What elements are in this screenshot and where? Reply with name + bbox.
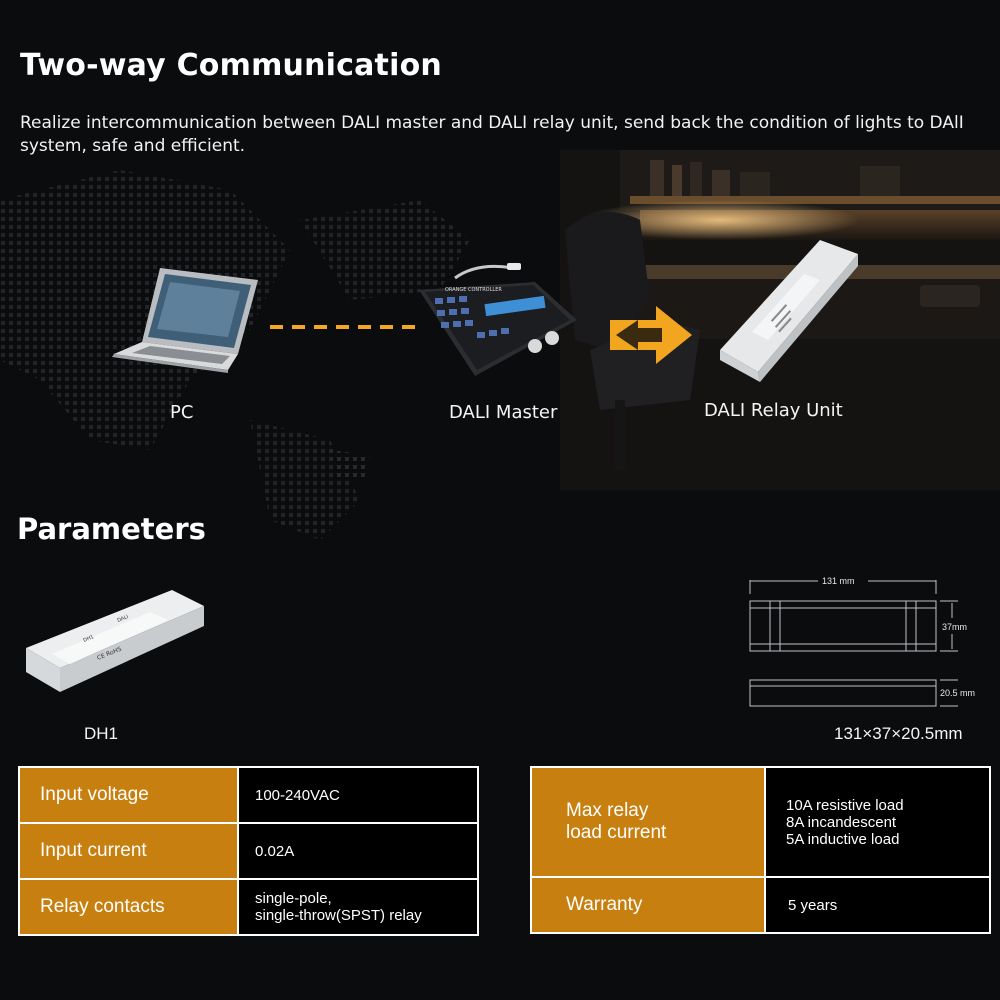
dali-master-console-icon: ORANGE CONTROLLER xyxy=(419,263,577,376)
dimension-width: 37mm xyxy=(942,622,967,632)
param-label-line: load current xyxy=(566,822,667,843)
param-value-line: single-throw(SPST) relay xyxy=(255,907,422,924)
product-image: DH1 DALI CE RoHS xyxy=(26,590,204,692)
dimension-length: 131 mm xyxy=(822,576,855,586)
dali-relay-unit-label: DALI Relay Unit xyxy=(704,400,843,421)
param-label: Relay contacts xyxy=(18,878,239,936)
param-label: Input voltage xyxy=(18,766,239,824)
table-row: Input current 0.02A xyxy=(18,822,479,880)
section-title-communication: Two-way Communication xyxy=(20,48,442,83)
table-row: Warranty 5 years xyxy=(530,876,991,934)
param-value: 5 years xyxy=(764,876,991,934)
param-value-line: 10A resistive load xyxy=(786,796,904,814)
param-value-line: single-pole, xyxy=(255,890,332,907)
param-value: 0.02A xyxy=(237,822,479,880)
intro-text: Realize intercommunication between DALI … xyxy=(20,113,964,156)
world-map-dots-lower xyxy=(330,450,370,480)
product-name: DH1 xyxy=(84,724,119,743)
section-title-parameters: Parameters xyxy=(17,512,206,546)
param-label-line: Max relay xyxy=(566,800,649,821)
param-label: Input current xyxy=(18,822,239,880)
table-row: Relay contacts single-pole, single-throw… xyxy=(18,878,479,936)
param-value: 100-240VAC xyxy=(237,766,479,824)
table-row: Input voltage 100-240VAC xyxy=(18,766,479,824)
dali-master-label: DALI Master xyxy=(449,402,558,423)
dimension-drawing: 131 mm 37mm 20.5 mm xyxy=(749,576,975,707)
param-value: single-pole, single-throw(SPST) relay xyxy=(237,878,479,936)
world-map-dots xyxy=(0,170,470,540)
product-model-text: DH1 xyxy=(83,634,95,644)
params-table-left: Input voltage 100-240VAC Input current 0… xyxy=(18,766,479,936)
param-value-line: 8A incandescent xyxy=(786,813,897,831)
console-text: ORANGE CONTROLLER xyxy=(445,287,502,293)
param-value: 10A resistive load 8A incandescent 5A in… xyxy=(764,766,991,878)
param-value-line: 5A inductive load xyxy=(786,830,900,848)
product-brand-text: DALI xyxy=(117,614,130,624)
dimension-height: 20.5 mm xyxy=(940,688,975,698)
dimensions-caption: 131×37×20.5mm xyxy=(834,724,963,743)
laptop-icon xyxy=(112,268,258,373)
two-way-arrow-icon xyxy=(610,306,692,364)
pc-label: PC xyxy=(170,402,194,423)
connection-link xyxy=(270,325,416,329)
param-label: Warranty xyxy=(530,876,766,934)
params-table-right: Max relay load current 10A resistive loa… xyxy=(530,766,991,934)
param-label: Max relay load current xyxy=(530,766,766,878)
table-row: Max relay load current 10A resistive loa… xyxy=(530,766,991,878)
dali-relay-unit-icon xyxy=(720,240,858,382)
